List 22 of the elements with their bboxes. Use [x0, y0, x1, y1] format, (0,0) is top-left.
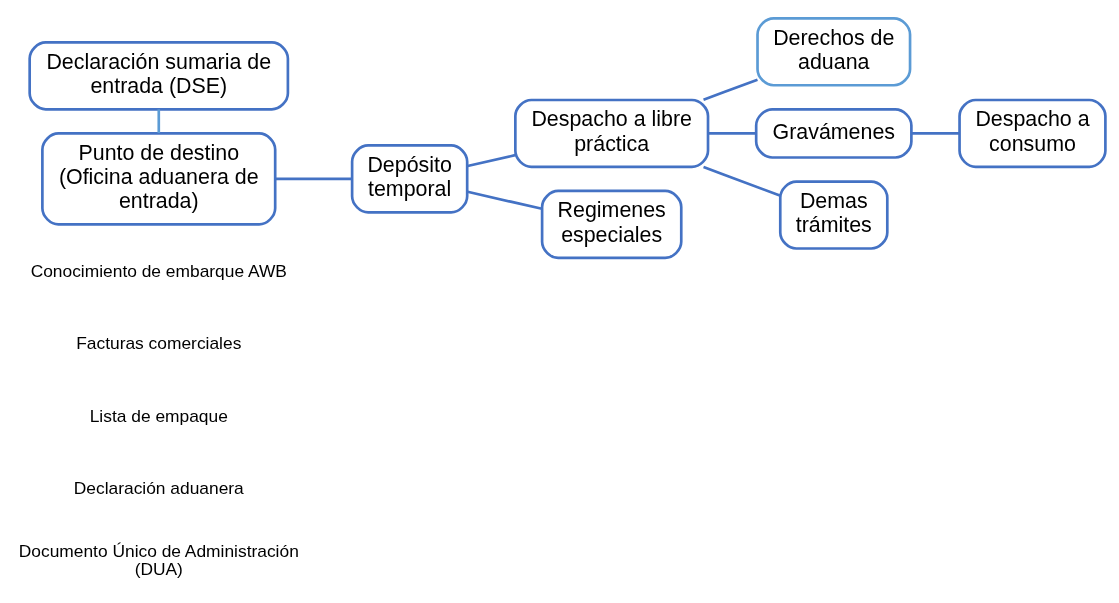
connector: [703, 77, 758, 101]
node-box: Declaración sumaria de entrada (DSE): [28, 40, 290, 111]
label: Conocimiento de embarque AWB: [30, 260, 287, 281]
node-box: Despacho a libre práctica: [514, 98, 710, 168]
connector: [157, 108, 161, 133]
connector: [911, 131, 960, 135]
label: Documento Único de Administración (DUA): [18, 540, 299, 579]
connector: [708, 131, 756, 135]
connector: [467, 190, 543, 210]
connector: [703, 165, 781, 197]
node-box: Despacho a consumo: [958, 98, 1107, 168]
label: Facturas comerciales: [76, 332, 242, 353]
label: Declaración aduanera: [73, 477, 244, 498]
node-box: Regimenes especiales: [540, 189, 683, 259]
label: Lista de empaque: [89, 405, 228, 426]
connector: [275, 177, 352, 180]
node-box: Demas trámites: [778, 179, 889, 250]
node-box: Depósito temporal: [350, 143, 469, 214]
node-box: Gravámenes: [754, 107, 913, 159]
node-box: Punto de destino (Oficina aduanera de entrada): [41, 131, 277, 226]
connector: [467, 153, 516, 167]
node-box: Derechos de aduana: [756, 16, 912, 87]
